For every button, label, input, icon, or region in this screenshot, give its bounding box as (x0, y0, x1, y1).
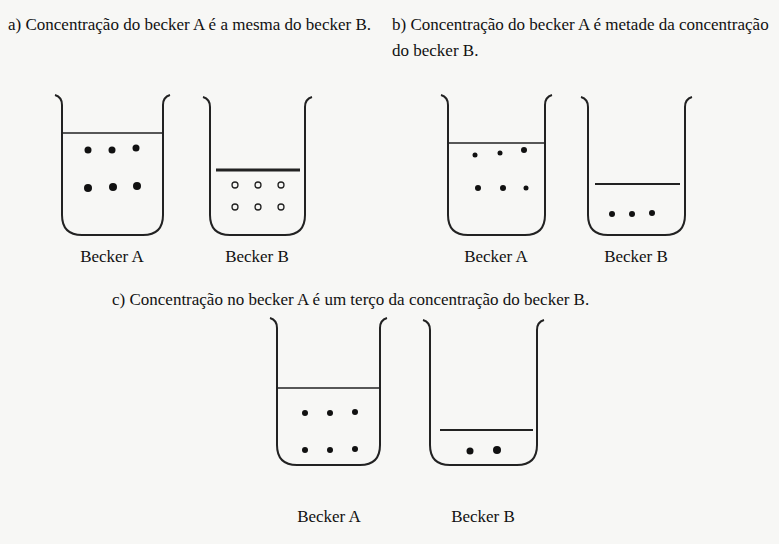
particle (302, 410, 308, 416)
beaker-label: Becker B (604, 244, 668, 270)
liquid-level (216, 169, 300, 172)
liquid-level (62, 132, 163, 134)
particle (84, 184, 92, 192)
particle (133, 145, 140, 152)
particle (629, 211, 635, 217)
particle (232, 204, 238, 210)
beaker-label: Becker A (80, 244, 144, 270)
particle (255, 182, 261, 188)
particle (352, 409, 358, 415)
particle (302, 447, 308, 453)
particle (500, 185, 506, 191)
statement-text: a) Concentração do becker A é a mesma do… (8, 12, 393, 38)
particle (232, 182, 238, 188)
particle (278, 204, 284, 210)
particle (521, 147, 527, 153)
particle (352, 446, 358, 452)
beaker-outline (581, 97, 692, 235)
particle (609, 211, 615, 217)
statement-text: b) Concentração do becker A é metade da … (392, 12, 774, 65)
particle (649, 210, 655, 216)
beaker-outline (55, 95, 170, 235)
beaker-outline (270, 318, 387, 465)
beaker-label: Becker A (297, 504, 361, 530)
liquid-level (448, 142, 545, 144)
beaker-label: Becker B (451, 504, 515, 530)
particle (498, 151, 503, 156)
particle (467, 448, 474, 455)
particle (109, 183, 117, 191)
beaker-label: Becker B (225, 244, 289, 270)
beaker-outline (423, 320, 544, 465)
particle (85, 147, 92, 154)
particle (278, 182, 284, 188)
particle (255, 204, 261, 210)
particle (327, 447, 333, 453)
particle (327, 410, 333, 416)
particle (133, 182, 141, 190)
particle (473, 153, 478, 158)
particle (109, 147, 116, 154)
particle (493, 446, 501, 454)
liquid-level (277, 387, 380, 389)
beaker-outline (441, 95, 552, 235)
liquid-level (595, 183, 680, 185)
beaker-label: Becker A (464, 244, 528, 270)
beaker-outline (203, 97, 312, 235)
statement-text: c) Concentração no becker A é um terço d… (112, 287, 772, 313)
liquid-level (440, 429, 533, 431)
particle (475, 185, 481, 191)
particle (524, 186, 529, 191)
